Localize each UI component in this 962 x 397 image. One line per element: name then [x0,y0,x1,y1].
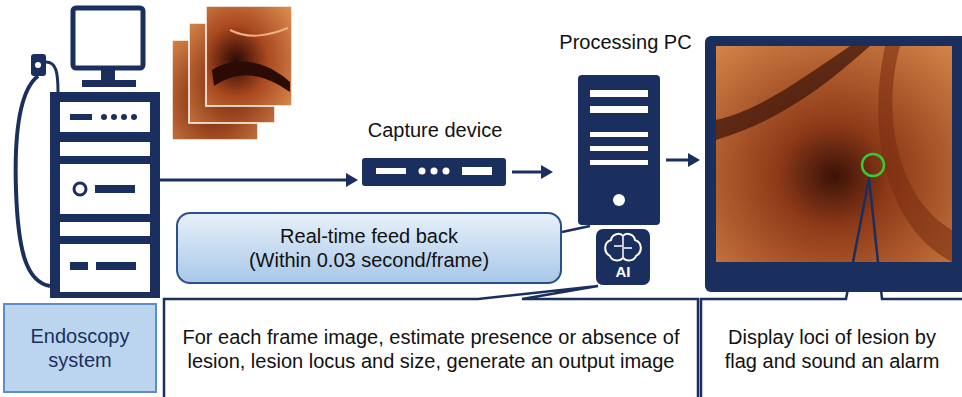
ai-badge [596,229,650,285]
node-text: Display loci of lesion by flag and sound… [714,325,950,373]
pc-tower [578,75,660,225]
callout-outline [164,178,962,397]
capture-device [362,158,506,186]
callout-box: Display loci of lesion by flag and sound… [704,302,960,395]
node-text: Endoscopy system [3,303,157,393]
connector-arrow [512,165,553,179]
display-monitor [705,36,962,292]
connector-line [157,179,348,182]
feedback-box: Real-time feed back(Within 0.03 second/f… [176,212,562,284]
device-label: Processing PC [553,30,698,195]
endoscope-frames [172,6,292,140]
device-label: Capture device [358,118,512,188]
node-text: Processing PC [559,30,691,54]
endoscopy-cart [16,8,160,298]
callout-box: For each frame image, estimate presence … [167,302,695,395]
node-text: Capture device [368,118,503,142]
arrow-head [541,165,553,179]
connector-line [512,171,543,174]
output-arrow [666,153,700,167]
icon-label: AI [596,263,650,280]
system-label: Endoscopy system [3,150,157,393]
connector-arrow [157,173,358,187]
node-text: Real-time feed back [280,224,458,248]
node-subtext: (Within 0.03 second/frame) [249,248,489,272]
arrow-head [346,173,358,187]
node-text: For each frame image, estimate presence … [177,325,685,373]
